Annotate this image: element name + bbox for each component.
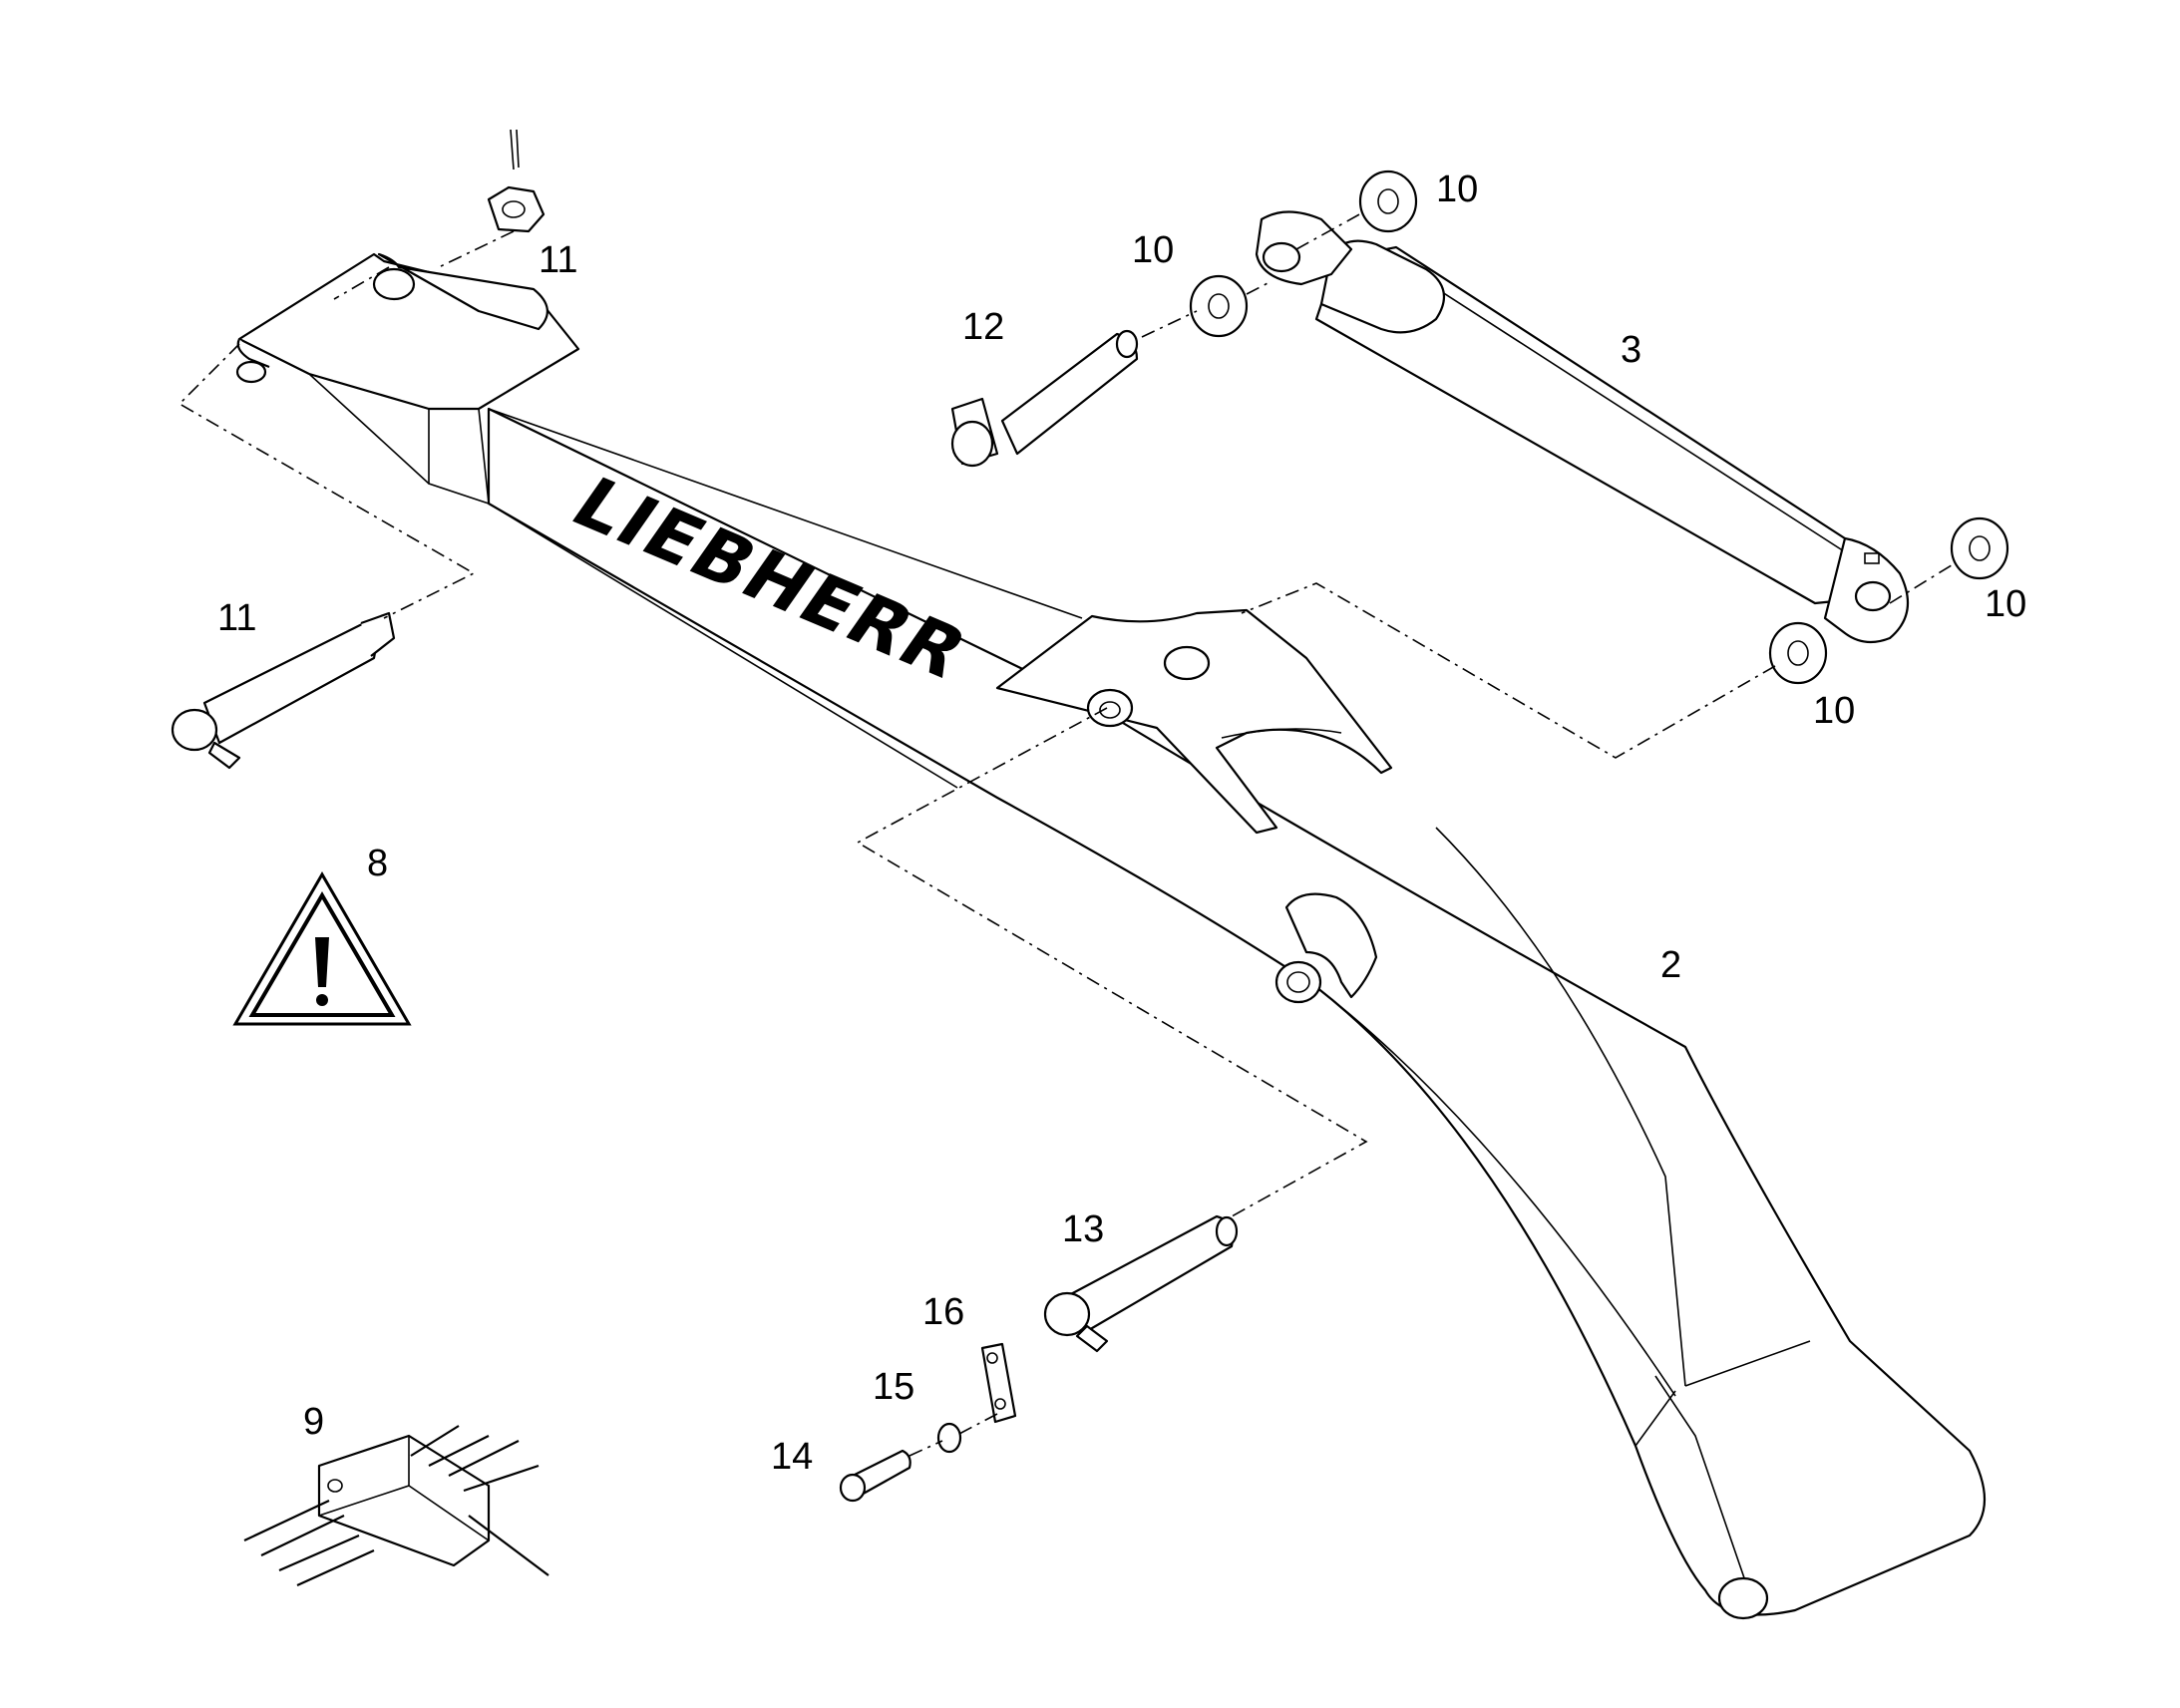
bolt-14 [839,1449,911,1503]
hydraulic-block [243,1425,549,1587]
callout-11b: 11 [217,597,256,639]
callout-14: 14 [771,1436,813,1478]
callout-10d: 10 [1813,690,1855,732]
hydraulic-cylinder [1255,210,1910,644]
callout-10a: 10 [1436,169,1478,210]
callout-10c: 10 [1985,583,2026,625]
pin-12 [950,329,1139,468]
washers [1189,170,2009,685]
castle-nut [487,129,545,233]
callout-10b: 10 [1132,229,1174,271]
callout-3: 3 [1621,329,1641,371]
callout-12: 12 [962,306,1004,348]
callouts: 2 3 8 9 10 10 10 10 11 11 12 13 14 15 16 [217,169,2026,1478]
callout-9: 9 [303,1401,324,1443]
lock-plate-16 [980,1342,1017,1424]
warning-sign [232,871,412,1026]
callout-13: 13 [1062,1208,1104,1250]
callout-16: 16 [922,1291,964,1333]
assembly-lines [178,212,1956,1457]
callout-2: 2 [1660,944,1681,986]
pin-13 [1043,1214,1239,1353]
callout-15: 15 [873,1366,914,1408]
washer-15 [936,1422,962,1454]
callout-8: 8 [367,843,388,884]
pin-11 [171,611,396,770]
callout-11a: 11 [539,239,577,281]
